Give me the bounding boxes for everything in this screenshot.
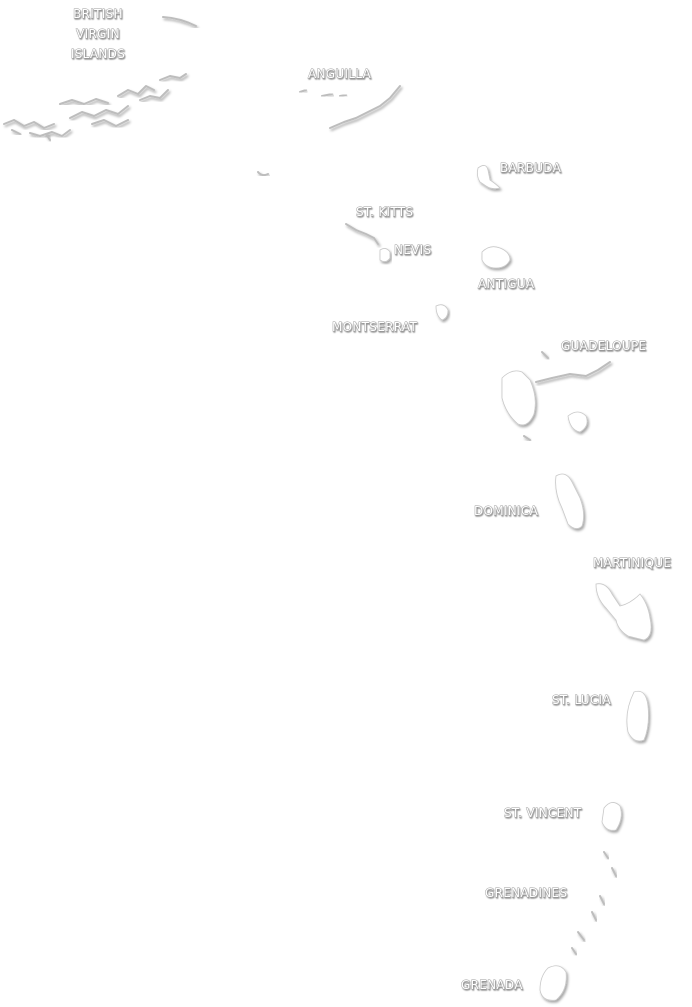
label-st-vincent: ST. VINCENT [504, 806, 582, 820]
label-bvi-line1: BRITISH [73, 7, 123, 21]
montserrat-island [435, 304, 449, 321]
label-grenada: GRENADA [461, 978, 523, 992]
label-anguilla: ANGUILLA [308, 67, 372, 81]
label-guadeloupe: GUADELOUPE [561, 339, 646, 353]
label-st-kitts: ST. KITTS [356, 205, 413, 219]
barbuda-island [476, 165, 501, 190]
label-st-lucia: ST. LUCIA [552, 693, 611, 707]
guadeloupe-island-shapes [501, 351, 611, 441]
label-bvi-line2: VIRGIN [76, 27, 120, 41]
antigua-island [481, 246, 511, 269]
dominica-island [555, 473, 584, 529]
label-dominica: DOMINICA [474, 504, 539, 518]
grenadines-island-shapes [571, 851, 617, 955]
st-lucia-island [626, 690, 649, 742]
bvi-island-shapes [3, 16, 197, 141]
anguilla-island-shapes [257, 85, 401, 177]
martinique-island [595, 583, 652, 641]
label-montserrat: MONTSERRAT [332, 320, 417, 334]
label-martinique: MARTINIQUE [593, 556, 671, 570]
st-kitts-island [345, 223, 379, 245]
grenada-island [539, 965, 567, 1001]
label-barbuda: BARBUDA [500, 161, 562, 175]
label-bvi-line3: ISLANDS [71, 47, 125, 61]
label-antigua: ANTIGUA [478, 277, 535, 291]
st-vincent-island [601, 802, 622, 831]
label-nevis: NEVIS [394, 243, 431, 257]
nevis-island [379, 248, 391, 262]
label-grenadines: GRENADINES [485, 886, 567, 900]
